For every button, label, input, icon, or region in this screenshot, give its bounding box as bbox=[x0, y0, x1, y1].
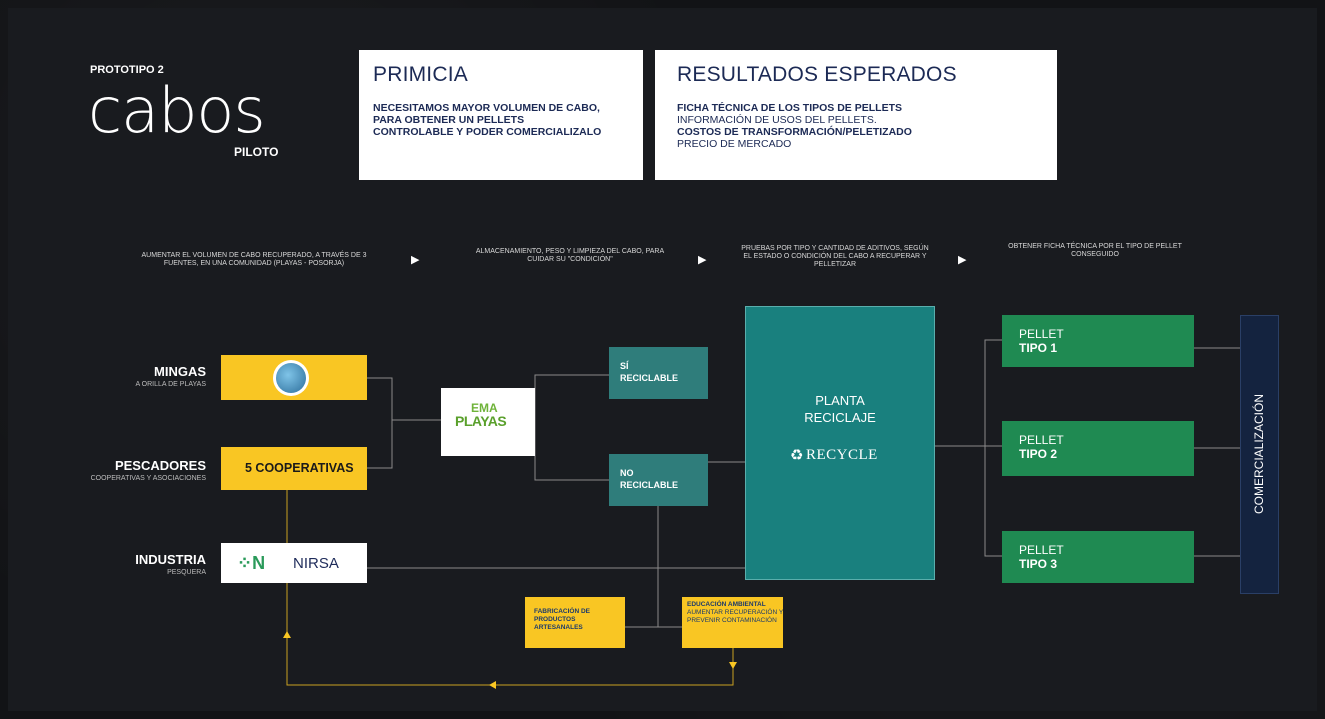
educacion-rest: AUMENTAR RECUPERACIÓN Y PREVENIR CONTAMI… bbox=[687, 609, 784, 624]
nirsa-logo-box: ⁘N NIRSA bbox=[221, 543, 367, 583]
si-reciclable-line2: RECICLABLE bbox=[620, 373, 678, 383]
resultados-line-2: INFORMACIÓN DE USOS DEL PELLETS. bbox=[677, 114, 877, 126]
ema-logo-line2: PLAYAS bbox=[455, 413, 507, 429]
pellet-2-line2: TIPO 2 bbox=[1019, 447, 1058, 461]
resultados-line-3: COSTOS DE TRANSFORMACIÓN/PELETIZADO bbox=[677, 126, 912, 138]
fabricacion-box: FABRICACIÓN DE PRODUCTOS ARTESANALES bbox=[525, 597, 625, 648]
primicia-body: NECESITAMOS MAYOR VOLUMEN DE CABO, PARA … bbox=[373, 102, 602, 138]
no-reciclable-line1: NO bbox=[620, 468, 634, 478]
brand-logo: cabos bbox=[88, 74, 266, 147]
source-industria-name: INDUSTRIA bbox=[135, 552, 206, 567]
resultados-card: RESULTADOS ESPERADOS FICHA TÉCNICA DE LO… bbox=[655, 50, 1057, 180]
pellet-2-line1: PELLET bbox=[1019, 433, 1064, 447]
resultados-line-4: PRECIO DE MERCADO bbox=[677, 138, 792, 150]
educacion-text: EDUCACIÓN AMBIENTAL AUMENTAR RECUPERACIÓ… bbox=[687, 601, 787, 625]
pellet-1-line2: TIPO 1 bbox=[1019, 341, 1058, 355]
educacion-box: EDUCACIÓN AMBIENTAL AUMENTAR RECUPERACIÓ… bbox=[682, 597, 783, 648]
resultados-line-1: FICHA TÉCNICA DE LOS TIPOS DE PELLETS bbox=[677, 102, 902, 114]
source-mingas-sub: A ORILLA DE PLAYAS bbox=[135, 381, 206, 388]
step-4-text: OBTENER FICHA TÉCNICA POR EL TIPO DE PEL… bbox=[1008, 243, 1182, 258]
planta-reciclaje-box: PLANTA RECICLAJE ♻ RECYCLE bbox=[745, 306, 935, 580]
recycle-wordmark: RECYCLE bbox=[806, 447, 878, 463]
pellet-tipo-1-box: PELLET TIPO 1 bbox=[1002, 315, 1194, 367]
primicia-card: PRIMICIA NECESITAMOS MAYOR VOLUMEN DE CA… bbox=[359, 50, 643, 180]
cooperativas-label: 5 COOPERATIVAS bbox=[245, 461, 354, 475]
planta-line2: RECICLAJE bbox=[804, 410, 876, 425]
source-industria-sub: PESQUERA bbox=[167, 569, 206, 576]
brand-suffix: PILOTO bbox=[234, 145, 279, 159]
brand-prefix: PROTOTIPO 2 bbox=[90, 64, 164, 76]
resultados-title: RESULTADOS ESPERADOS bbox=[677, 63, 957, 86]
step-arrow-1: ▶ bbox=[411, 254, 420, 266]
step-1-text: AUMENTAR EL VOLUMEN DE CABO RECUPERADO, … bbox=[141, 252, 367, 267]
nirsa-wordmark: NIRSA bbox=[293, 555, 339, 572]
pellet-tipo-2-box: PELLET TIPO 2 bbox=[1002, 421, 1194, 476]
primicia-title: PRIMICIA bbox=[373, 63, 468, 86]
ema-playas-logo: EMA PLAYAS bbox=[441, 388, 535, 456]
nirsa-icon: ⁘N bbox=[237, 553, 266, 573]
no-reciclable-line2: RECICLABLE bbox=[620, 480, 678, 490]
mingas-box bbox=[221, 355, 367, 400]
source-pescadores-name: PESCADORES bbox=[114, 458, 206, 473]
recycle-icon: ♻ bbox=[790, 448, 804, 464]
cooperativas-box: 5 COOPERATIVAS bbox=[221, 447, 367, 490]
educacion-bold: EDUCACIÓN AMBIENTAL bbox=[687, 601, 766, 608]
step-2-text: ALMACENAMIENTO, PESO Y LIMPIEZA DEL CABO… bbox=[475, 248, 665, 263]
no-reciclable-box: NO RECICLABLE bbox=[609, 454, 708, 506]
arrow-down-marker bbox=[729, 662, 737, 669]
step-arrow-3: ▶ bbox=[958, 254, 967, 266]
si-reciclable-box: SÍ RECICLABLE bbox=[609, 347, 708, 399]
source-mingas-name: MINGAS bbox=[154, 364, 206, 379]
arrow-up-marker bbox=[283, 631, 291, 638]
source-pescadores-sub: COOPERATIVAS Y ASOCIACIONES bbox=[90, 475, 206, 482]
globe-icon bbox=[273, 360, 309, 396]
pellet-3-line2: TIPO 3 bbox=[1019, 557, 1058, 571]
pellet-3-line1: PELLET bbox=[1019, 543, 1064, 557]
pellet-tipo-3-box: PELLET TIPO 3 bbox=[1002, 531, 1194, 583]
planta-line1: PLANTA bbox=[815, 393, 865, 408]
comercializacion-bar: COMERCIALIZACIÓN bbox=[1240, 315, 1279, 594]
step-3-text: PRUEBAS POR TIPO Y CANTIDAD DE ADITIVOS,… bbox=[741, 245, 929, 268]
fabricacion-label: FABRICACIÓN DE PRODUCTOS ARTESANALES bbox=[534, 608, 590, 631]
ema-logo-line1: EMA bbox=[471, 401, 498, 415]
pellet-1-line1: PELLET bbox=[1019, 327, 1064, 341]
arrow-left-marker bbox=[489, 681, 496, 689]
si-reciclable-line1: SÍ bbox=[620, 361, 629, 371]
step-arrow-2: ▶ bbox=[698, 254, 707, 266]
comercializacion-label: COMERCIALIZACIÓN bbox=[1252, 394, 1266, 515]
